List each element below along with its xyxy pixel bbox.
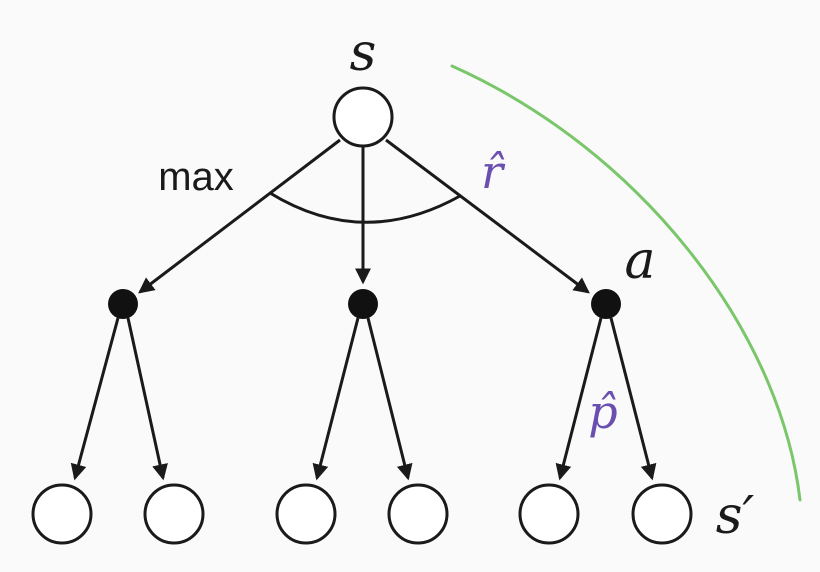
- reward-label: r̂: [481, 145, 506, 199]
- max-arc: [269, 191, 461, 224]
- edge-action-left-to-state-2: [126, 317, 168, 481]
- next-state-node-5: [518, 483, 580, 545]
- edge-action-left-to-state-1: [70, 317, 120, 481]
- edge-action-middle-to-state-3: [312, 317, 360, 481]
- edge-action-right-to-state-5: [555, 317, 603, 481]
- edge-root-to-action-right: [385, 138, 590, 294]
- next-state-node-4: [387, 483, 449, 545]
- edge-root-to-action-left: [138, 138, 341, 294]
- edge-action-middle-to-state-4: [366, 317, 413, 481]
- backup-arc: [450, 64, 802, 502]
- max-label: max: [158, 155, 234, 199]
- root-state-label: s: [350, 23, 377, 83]
- edge-action-right-to-state-6: [609, 317, 657, 481]
- next-state-label: s′: [716, 486, 755, 546]
- next-state-node-1: [31, 483, 93, 545]
- root-state-node: [332, 86, 394, 148]
- next-state-node-3: [275, 483, 337, 545]
- action-label: a: [624, 231, 655, 291]
- transition-label: p̂: [588, 385, 617, 439]
- next-state-node-6: [631, 483, 693, 545]
- action-node-left: [108, 289, 138, 319]
- next-state-node-2: [143, 483, 205, 545]
- action-node-middle: [348, 289, 378, 319]
- action-node-right: [591, 289, 621, 319]
